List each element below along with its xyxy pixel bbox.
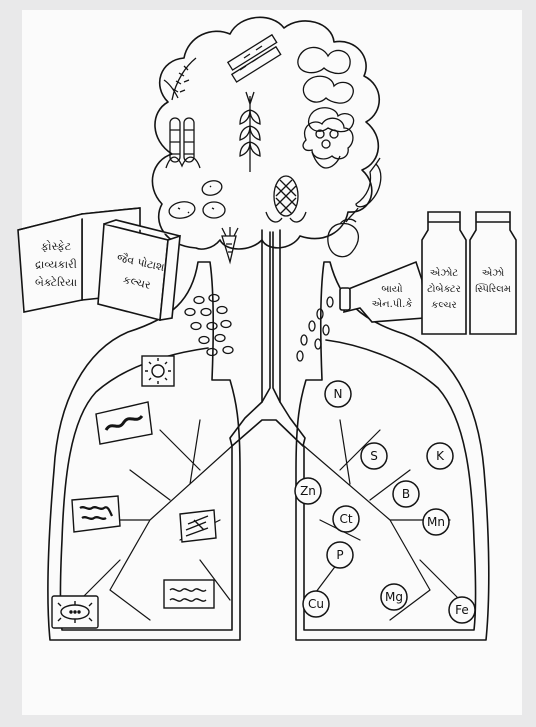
nutrient-label-p: P [336,548,343,562]
phosphate-label-2: દ્રાવ્યકારી [35,258,77,271]
azotobacter-label-1: એઝોટ [430,266,459,279]
nutrient-label-fe: Fe [455,603,469,617]
azospirillum-label-1: એઝો [482,266,505,279]
chain-bacteria-icon [72,496,120,532]
nutrient-label-cu: Cu [308,597,324,611]
npk-label-1: બાયો [381,282,403,295]
nutrient-label-zn: Zn [300,484,316,498]
azospirillum-label-2: સ્પિરિલમ [475,283,511,295]
nutrient-label-ct: Ct [339,512,352,526]
nutrient-label-mg: Mg [385,590,403,604]
azotobacter-label-2: ટોબેક્ટર [427,282,461,295]
bacillus-icon [52,596,98,628]
nutrient-label-n: N [334,387,343,401]
nutrient-label-k: K [436,449,445,463]
npk-label-2: એન.પી.કે [372,297,413,310]
phosphate-label-3: બેક્ટેરિયા [35,276,77,289]
virus-icon [142,356,174,386]
rod-bacteria-icon [180,510,216,542]
nutrient-label-mn: Mn [427,515,445,529]
azotobacter-label-3: કલ્ચર [431,300,456,311]
nutrient-label-s: S [370,449,378,463]
spirillum-icon [164,580,214,608]
phosphate-label-1: ફોસ્ફેટ [41,240,72,253]
nutrient-label-b: B [402,487,410,501]
